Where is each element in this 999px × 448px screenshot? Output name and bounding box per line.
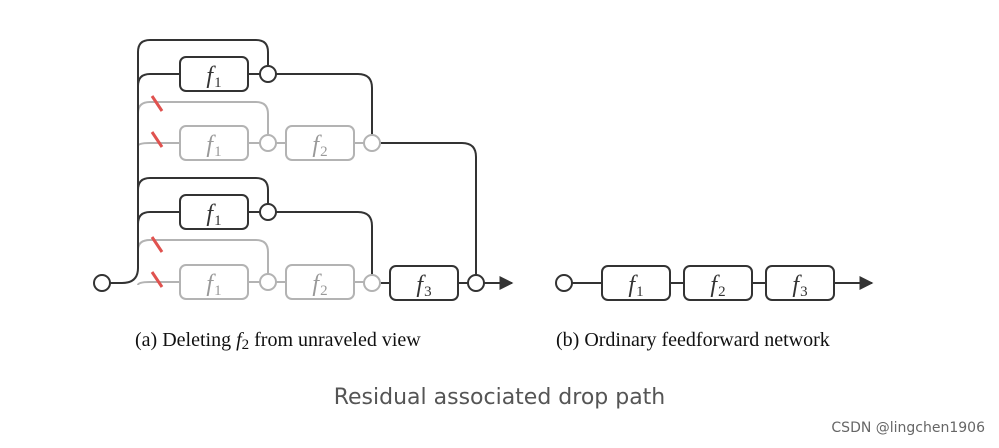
block-f1-gray-upper: f1 [179, 125, 249, 161]
block-b-f1: f1 [601, 265, 671, 301]
watermark: CSDN @lingchen1906 [831, 420, 985, 436]
active-paths [110, 39, 514, 290]
drop-mark [150, 236, 164, 253]
block-f1-lower: f1 [179, 194, 249, 230]
sum-node [259, 273, 277, 291]
gray-path-lower-skip [137, 239, 269, 274]
svg-text:f2: f2 [710, 272, 725, 300]
trunk [137, 39, 269, 268]
svg-text:f1: f1 [206, 271, 221, 299]
block-b-f2: f2 [683, 265, 753, 301]
block-b-f3: f3 [765, 265, 835, 301]
inactive-paths [137, 101, 364, 286]
gray-path-lower-chain [137, 281, 364, 286]
panel-b: f1 f2 f3 (b) Ordinary feedforward networ… [555, 265, 874, 351]
gray-path-upper-skip [137, 101, 269, 134]
svg-text:f2: f2 [312, 271, 327, 299]
input-node-b [555, 274, 573, 292]
sum-node [363, 134, 381, 152]
sum-node [363, 274, 381, 292]
sum-node [259, 203, 277, 221]
figure-caption: Residual associated drop path [333, 385, 666, 410]
panel-a-caption: (a) Deleting f2 from unraveled view [135, 329, 421, 353]
sum-node [259, 134, 277, 152]
upper-merge [276, 73, 373, 136]
svg-text:f1: f1 [628, 272, 643, 300]
svg-text:f2: f2 [312, 132, 327, 160]
sum-node [259, 65, 277, 83]
input-to-trunk [110, 267, 139, 284]
top-output [380, 142, 477, 275]
branch-f1-upper [137, 73, 180, 87]
block-f1-gray-lower: f1 [179, 264, 249, 300]
drop-mark [150, 95, 164, 112]
drop-mark [150, 271, 164, 288]
trunk-to-second-skip [137, 177, 269, 204]
input-node-a [93, 274, 111, 292]
svg-text:f1: f1 [206, 63, 221, 91]
block-f2-gray-upper: f2 [285, 125, 355, 161]
lower-merge [276, 211, 373, 275]
block-f3: f3 [389, 265, 459, 301]
drop-mark [150, 131, 164, 148]
panel-a: f1 f1 f3 f1 f2 f1 f2 [93, 39, 514, 353]
block-f2-gray-lower: f2 [285, 264, 355, 300]
drop-marks [150, 95, 164, 288]
svg-text:f1: f1 [206, 132, 221, 160]
svg-text:f3: f3 [416, 272, 431, 300]
gray-path-upper-chain [137, 142, 364, 147]
block-f1-upper: f1 [179, 56, 249, 92]
svg-text:f3: f3 [792, 272, 807, 300]
svg-text:f1: f1 [206, 201, 221, 229]
output-node-a [467, 274, 485, 292]
nodes-a [93, 65, 485, 292]
branch-f1-lower [137, 211, 180, 225]
panel-b-caption: (b) Ordinary feedforward network [556, 329, 830, 351]
